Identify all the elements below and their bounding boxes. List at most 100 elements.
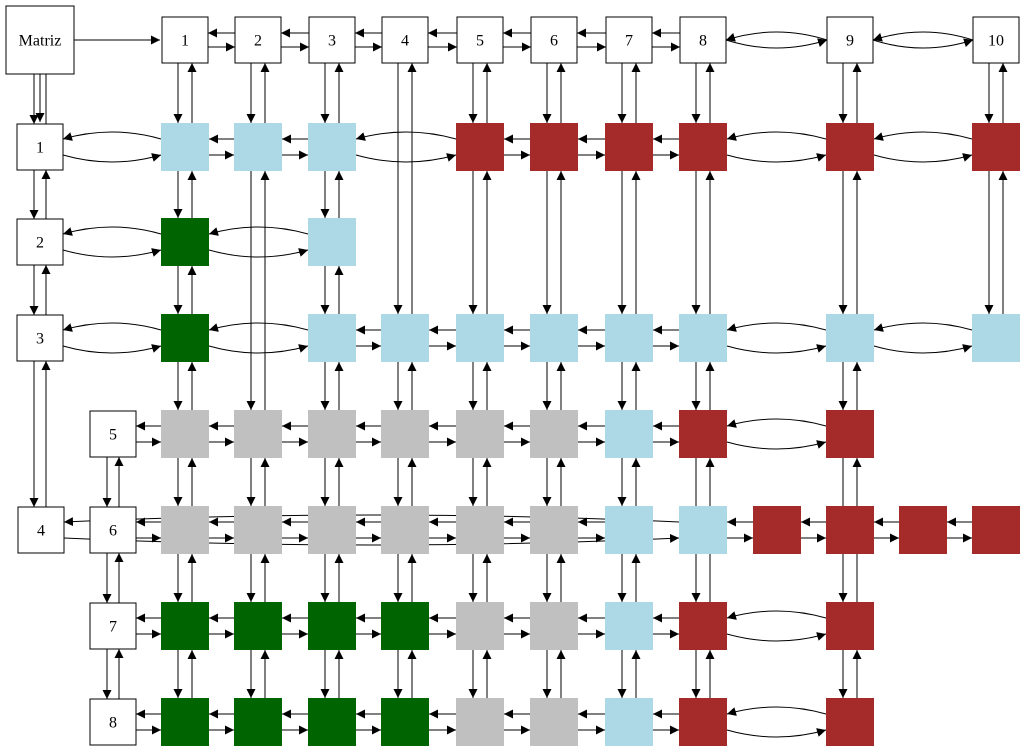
matrix-cell-r5-c2 xyxy=(234,410,282,458)
matrix-cell-r3-c6 xyxy=(530,314,578,362)
matrix-cell-r3-c3 xyxy=(308,314,356,362)
matrix-cell-r4-c10 xyxy=(826,506,874,554)
row-header-3-label: 3 xyxy=(36,331,44,348)
row-header-6: 6 xyxy=(89,506,137,554)
matrix-cell-r1-c2 xyxy=(234,123,282,171)
matrix-cell-r1-c1 xyxy=(161,123,209,171)
column-header-7-label: 7 xyxy=(625,33,633,50)
link-arrow xyxy=(726,610,827,620)
link-arrow xyxy=(62,226,162,236)
row-header-7-label: 7 xyxy=(109,619,117,636)
column-header-4-label: 4 xyxy=(401,33,409,50)
column-header-5: 5 xyxy=(456,16,504,64)
matrix-cell-r8-c6 xyxy=(530,698,578,746)
column-header-6: 6 xyxy=(530,16,578,64)
link-arrow xyxy=(355,153,457,163)
matrix-cell-r8-c7 xyxy=(605,698,653,746)
link-arrow xyxy=(726,344,827,354)
matrix-cell-r5-c7 xyxy=(605,410,653,458)
matrix-cell-r1-c6 xyxy=(530,123,578,171)
column-header-3-label: 3 xyxy=(328,33,336,50)
matrix-cell-r7-c5 xyxy=(456,602,504,650)
column-header-6-label: 6 xyxy=(550,33,558,50)
matrix-cell-r4-c11 xyxy=(899,506,947,554)
matrix-cell-r1-c9 xyxy=(826,123,874,171)
column-header-3: 3 xyxy=(308,16,356,64)
column-header-9: 9 xyxy=(826,16,874,64)
link-arrow xyxy=(62,322,162,332)
row-header-7: 7 xyxy=(89,602,137,650)
matrix-cell-r8-c3 xyxy=(308,698,356,746)
link-arrow xyxy=(873,322,973,332)
link-arrow xyxy=(726,728,827,738)
matrix-cell-r4-c9 xyxy=(753,506,801,554)
matrix-cell-r5-c8 xyxy=(679,410,727,458)
matrix-cell-r8-c2 xyxy=(234,698,282,746)
matrix-cell-r7-c7 xyxy=(605,602,653,650)
link-arrow xyxy=(726,706,827,716)
row-header-3: 3 xyxy=(16,314,64,362)
row-header-4: 4 xyxy=(17,506,65,554)
column-header-10: 10 xyxy=(972,16,1020,64)
link-arrow xyxy=(726,153,827,163)
matrix-cell-r6-c4 xyxy=(381,506,429,554)
column-header-5-label: 5 xyxy=(476,33,484,50)
matrix-cell-r8-c9 xyxy=(826,698,874,746)
link-arrow xyxy=(208,248,309,258)
link-arrow xyxy=(208,322,309,332)
link-arrow xyxy=(62,344,162,354)
matrix-cell-r5-c1 xyxy=(161,410,209,458)
matrix-cell-r7-c2 xyxy=(234,602,282,650)
matrix-cell-r8-c8 xyxy=(679,698,727,746)
matrix-cell-r4-c12 xyxy=(972,506,1020,554)
column-header-7: 7 xyxy=(605,16,653,64)
link-arrow xyxy=(62,153,162,163)
matrix-cell-r1-c5 xyxy=(456,123,504,171)
matrix-root-node-label: Matriz xyxy=(19,33,62,50)
link-arrow xyxy=(726,131,827,141)
matrix-cell-r1-c8 xyxy=(679,123,727,171)
link-arrow xyxy=(63,533,680,546)
matrix-root-node: Matriz xyxy=(5,5,75,75)
link-arrow xyxy=(872,38,974,49)
matrix-cell-r3-c8 xyxy=(679,314,727,362)
matrix-cell-r8-c4 xyxy=(381,698,429,746)
matrix-cell-r5-c3 xyxy=(308,410,356,458)
column-header-8-label: 8 xyxy=(699,33,707,50)
matrix-cell-r7-c8 xyxy=(679,602,727,650)
link-arrow xyxy=(873,153,973,163)
row-header-4-label: 4 xyxy=(37,523,45,540)
link-arrow xyxy=(62,248,162,258)
link-arrow xyxy=(872,31,974,42)
matrix-cell-r1-c3 xyxy=(308,123,356,171)
link-arrow xyxy=(726,418,827,428)
matrix-cell-r2-c3 xyxy=(308,218,356,266)
matrix-cell-r6-c6 xyxy=(530,506,578,554)
matrix-cell-r5-c9 xyxy=(826,410,874,458)
matrix-cell-r8-c1 xyxy=(161,698,209,746)
link-arrow xyxy=(355,131,457,141)
row-header-1-label: 1 xyxy=(36,140,44,157)
row-header-5-label: 5 xyxy=(109,427,117,444)
link-arrow xyxy=(726,322,827,332)
matrix-cell-r3-c7 xyxy=(605,314,653,362)
column-header-2: 2 xyxy=(234,16,282,64)
matrix-cell-r2-c1 xyxy=(161,218,209,266)
matrix-cell-r7-c3 xyxy=(308,602,356,650)
matrix-cell-r5-c6 xyxy=(530,410,578,458)
matrix-cell-r3-c9 xyxy=(826,314,874,362)
matrix-cell-r3-c1 xyxy=(161,314,209,362)
matrix-cell-r1-c10 xyxy=(972,123,1020,171)
row-header-5: 5 xyxy=(89,410,137,458)
link-arrow xyxy=(873,344,973,354)
column-header-10-label: 10 xyxy=(988,33,1004,50)
link-arrow xyxy=(726,632,827,642)
matrix-cell-r3-c10 xyxy=(972,314,1020,362)
matrix-cell-r7-c9 xyxy=(826,602,874,650)
row-header-8-label: 8 xyxy=(109,715,117,732)
matrix-cell-r6-c3 xyxy=(308,506,356,554)
matrix-cell-r4-c8 xyxy=(679,506,727,554)
row-header-2: 2 xyxy=(16,218,64,266)
column-header-9-label: 9 xyxy=(846,33,854,50)
